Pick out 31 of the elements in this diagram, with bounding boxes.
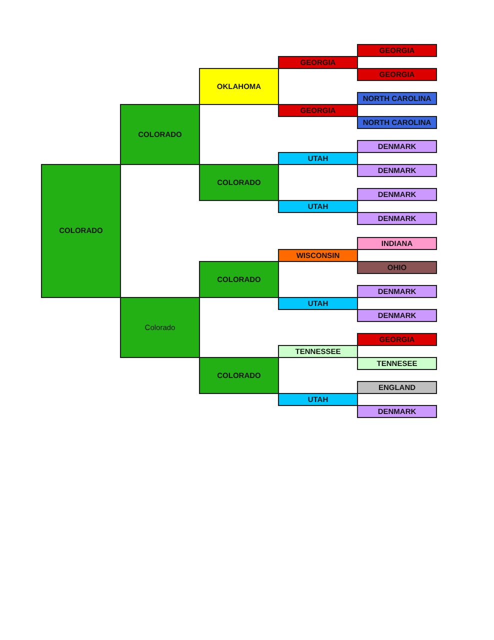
place-box <box>357 212 437 225</box>
place-box <box>357 309 437 322</box>
place-box <box>357 237 437 250</box>
place-box <box>357 381 437 394</box>
place-box <box>357 92 437 105</box>
place-box <box>278 393 358 406</box>
place-box <box>357 261 437 274</box>
place-box <box>278 200 358 213</box>
place-box <box>278 297 358 310</box>
place-box <box>278 152 358 165</box>
person-box <box>199 357 279 394</box>
place-box <box>357 333 437 346</box>
person-box <box>199 68 279 105</box>
person-box <box>199 261 279 298</box>
place-box <box>278 345 358 358</box>
place-box <box>357 164 437 177</box>
place-box <box>357 44 437 57</box>
person-box <box>41 164 121 298</box>
person-box <box>120 297 200 358</box>
person-box <box>120 104 200 165</box>
person-box <box>199 164 279 201</box>
place-box <box>357 285 437 298</box>
place-box <box>357 140 437 153</box>
place-box <box>278 56 358 69</box>
place-box <box>357 68 437 81</box>
place-box <box>278 249 358 262</box>
place-box <box>357 405 437 418</box>
place-box <box>357 188 437 201</box>
place-box <box>357 116 437 129</box>
place-box <box>357 357 437 370</box>
place-box <box>278 104 358 117</box>
